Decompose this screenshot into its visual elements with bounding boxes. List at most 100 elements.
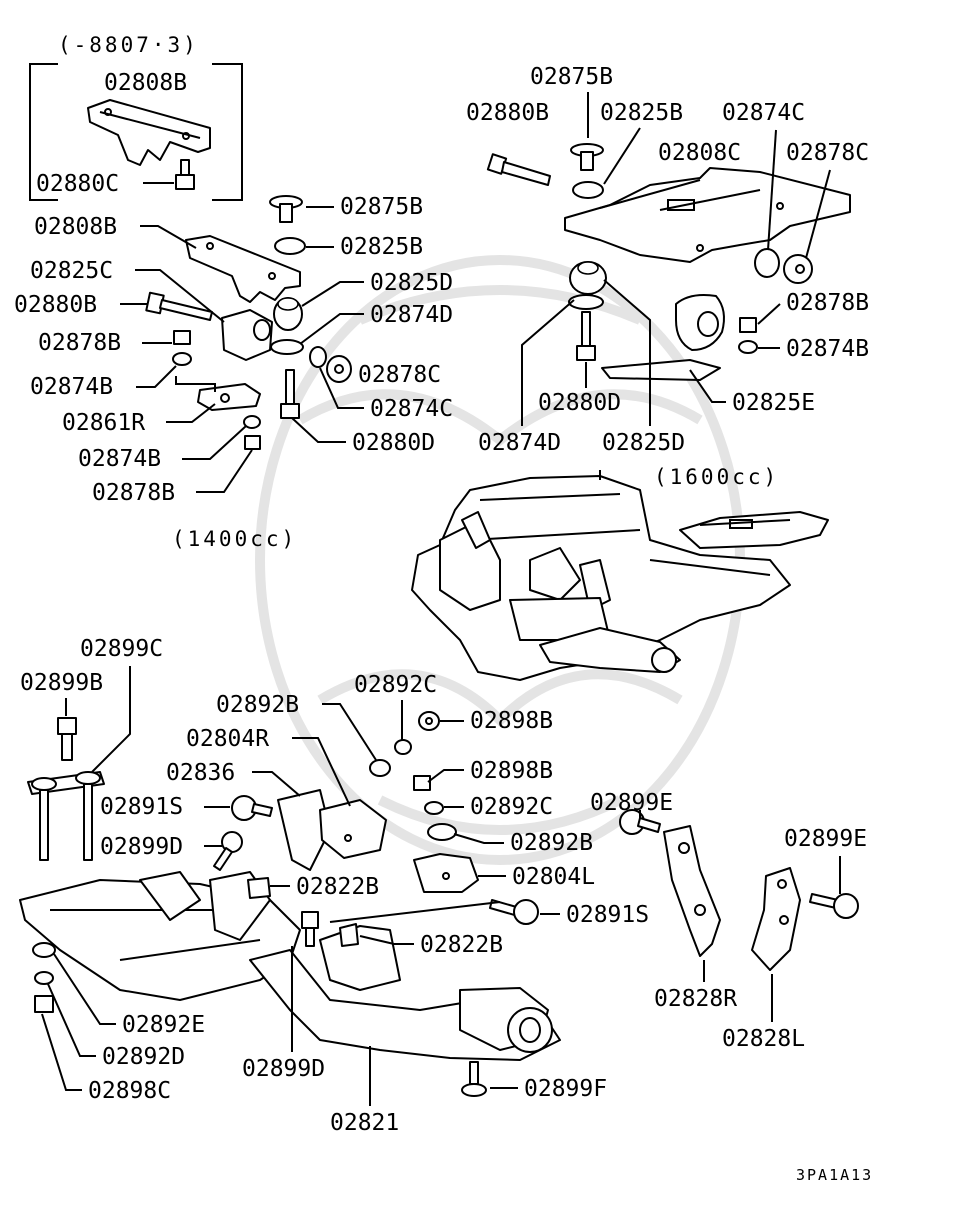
label-02878C-1400: 02878C — [358, 362, 441, 388]
label-02892B-upper: 02892B — [216, 692, 299, 718]
label-02874D-1600: 02874D — [478, 430, 561, 456]
label-02825D-1600: 02825D — [602, 430, 685, 456]
label-02825C-1400: 02825C — [30, 258, 113, 284]
label-02891S-left: 02891S — [100, 794, 183, 820]
label-02874C-1400: 02874C — [370, 396, 453, 422]
washer-02892B-part — [369, 759, 391, 777]
washer-02892B-lower-part — [427, 823, 457, 841]
mount-02822B-part — [247, 877, 271, 899]
label-02821: 02821 — [330, 1110, 399, 1136]
label-02878B-1600: 02878B — [786, 290, 869, 316]
bracket-02804R-part — [319, 799, 387, 859]
leader-02822B-lower — [359, 935, 414, 945]
bolt-02880B-part — [145, 291, 213, 321]
bracket-02828L-part — [751, 867, 801, 971]
nut-02878B-part — [173, 330, 191, 345]
bolt-02875B-part — [269, 195, 303, 223]
engine-mount-bracket-1400 — [185, 235, 301, 303]
leader-02874B-1400 — [136, 365, 177, 388]
label-02880B-1600: 02880B — [466, 100, 549, 126]
label-02825B-1400: 02825B — [340, 234, 423, 260]
label-02892B-lower: 02892B — [510, 830, 593, 856]
leader-02898B-lower — [427, 769, 464, 783]
label-02880B-1400: 02880B — [14, 292, 97, 318]
label-02828R: 02828R — [654, 986, 737, 1012]
label-02822B-upper: 02822B — [296, 874, 379, 900]
washer-02874D-1600-part — [568, 294, 604, 310]
leader-02825D-1600 — [603, 279, 651, 426]
leader-02892D — [47, 983, 96, 1057]
leader-02808B-1400 — [140, 225, 197, 249]
label-02878C-1600: 02878C — [786, 140, 869, 166]
nut-02898B-part — [418, 711, 440, 731]
label-02808C: 02808C — [658, 140, 741, 166]
nut-02878B-1600-part — [739, 317, 757, 333]
bracket-line-02861R — [175, 376, 216, 392]
washer-02874C-part — [309, 346, 327, 368]
label-02836: 02836 — [166, 760, 235, 786]
leader-02874D-1400 — [299, 313, 364, 345]
washer-02874D-part — [270, 339, 304, 355]
leader-02898C — [41, 1013, 82, 1091]
washer-02892D-part — [34, 971, 54, 985]
leader-02804R — [292, 737, 351, 807]
date-range-note: (-8807·3) — [58, 33, 199, 57]
label-02875B-1400: 02875B — [340, 194, 423, 220]
crossmember-02821-part — [19, 871, 561, 1061]
nut-02878B-lower-part — [244, 435, 261, 450]
bolt-02899D-part — [213, 831, 243, 871]
mount-02822B-lower-part — [339, 923, 359, 947]
washer-02892C-part — [394, 739, 412, 755]
label-02899E-left: 02899E — [590, 790, 673, 816]
label-02808B-1400: 02808B — [34, 214, 117, 240]
label-02825D-1400: 02825D — [370, 270, 453, 296]
engine-1600-note: (1600cc) — [654, 465, 779, 489]
date-range-bracket — [29, 63, 243, 201]
leader-02874B-lower — [182, 425, 247, 460]
label-02804L: 02804L — [512, 864, 595, 890]
leader-02836 — [252, 771, 301, 797]
leader-02892B-lower — [453, 833, 504, 844]
label-02880D-1400: 02880D — [352, 430, 435, 456]
bolt-02899B-part — [57, 717, 77, 761]
label-02899F: 02899F — [524, 1076, 607, 1102]
label-02808B-early: 02808B — [104, 70, 187, 96]
insulator-02825E-part — [601, 294, 725, 381]
leader-02878C-1600 — [805, 169, 831, 259]
washer-02892C-lower-part — [424, 801, 444, 815]
label-02899B: 02899B — [20, 670, 103, 696]
label-02878B-lower: 02878B — [92, 480, 175, 506]
label-02874B-1600: 02874B — [786, 336, 869, 362]
label-02825E: 02825E — [732, 390, 815, 416]
leader-02825C-1400 — [135, 269, 225, 323]
washer-02874B-1600-part — [738, 340, 758, 354]
bolt-02880D-part — [280, 369, 300, 419]
bolt-02880C-part — [175, 159, 195, 190]
label-02898B-lower: 02898B — [470, 758, 553, 784]
label-02825B-1600: 02825B — [600, 100, 683, 126]
leader-02861R — [166, 403, 216, 423]
washer-02874B-lower-part — [243, 415, 261, 429]
leader-02874C-1400 — [319, 367, 364, 409]
bushing-02825D-part — [273, 297, 303, 331]
insulator-02825D-1600-part — [569, 261, 607, 295]
label-02892D: 02892D — [102, 1044, 185, 1070]
engine-1400-note: (1400cc) — [172, 527, 297, 551]
engine-mount-bracket-1600 — [564, 167, 851, 263]
bolt-02899D-lower-part — [301, 911, 319, 947]
label-02874B-lower: 02874B — [78, 446, 161, 472]
bracket-02899C-part — [27, 771, 105, 861]
leader-02878B-lower — [196, 449, 253, 493]
leader-02899C — [91, 666, 131, 773]
bracket-02836-part — [277, 789, 331, 871]
bolt-02891S-part — [231, 795, 273, 821]
leader-02874C-1600 — [767, 129, 777, 251]
label-02898C: 02898C — [88, 1078, 171, 1104]
nut-02898B-lower-part — [413, 775, 431, 791]
label-02861R: 02861R — [62, 410, 145, 436]
bolt-02875B-1600-part — [570, 143, 604, 171]
label-02899D-upper: 02899D — [100, 834, 183, 860]
label-02899C: 02899C — [80, 636, 163, 662]
bracket-02828R-part — [663, 825, 721, 957]
